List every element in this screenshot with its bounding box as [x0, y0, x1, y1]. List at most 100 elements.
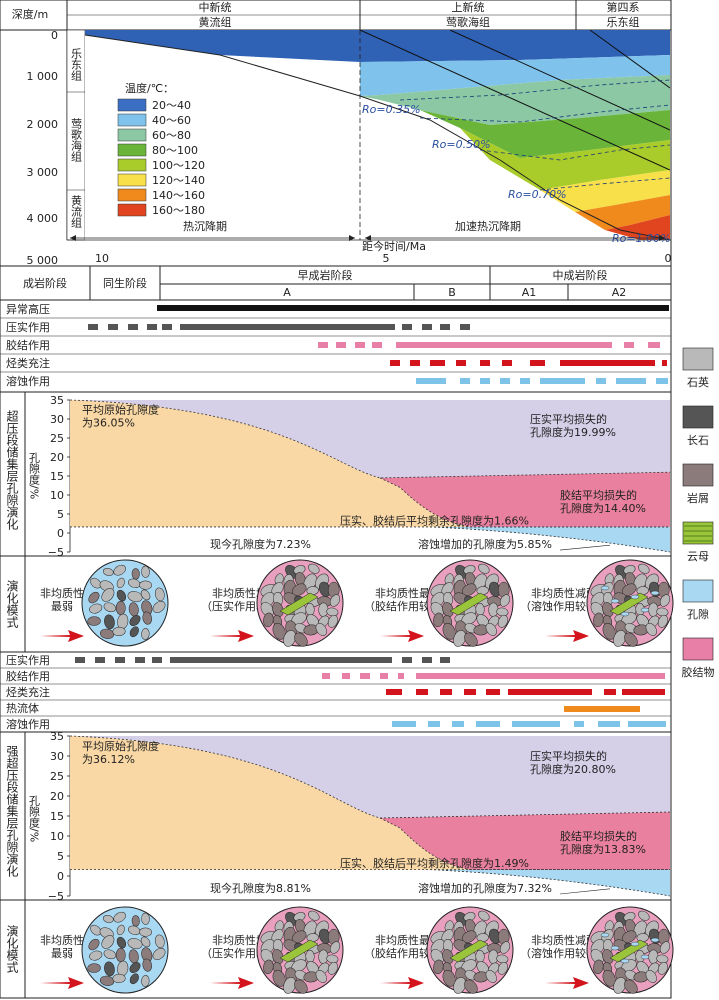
dissolution-gain-area	[430, 526, 670, 552]
temperature-legend-title: 温度/℃：	[125, 81, 174, 95]
depth-tick-3000: 3 000	[27, 166, 59, 179]
stage-title: 成岩阶段	[23, 276, 67, 290]
initial-porosity-label: 平均原始孔隙度为36.05%	[82, 402, 159, 429]
compaction-bar	[88, 324, 98, 330]
cementation-bar	[360, 673, 370, 679]
time-axis-label: 距今时间/Ma	[362, 239, 426, 253]
porosity-y-tick: 30	[50, 413, 64, 426]
remaining-porosity-area	[70, 736, 470, 870]
temperature-legend-label: 80～100	[152, 144, 198, 157]
dissolution-bar	[596, 378, 606, 384]
porosity-y-tick: 25	[50, 770, 64, 783]
cementation-loss-label: 胶结平均损失的孔隙度为14.40%	[560, 488, 646, 515]
dissolution-bar	[656, 378, 668, 384]
compaction-bar	[128, 324, 138, 330]
cementation-loss-area	[380, 472, 670, 527]
grain-cluster	[590, 910, 671, 994]
depth-tick-0: 0	[51, 29, 58, 42]
mode-step-label: 非均质性减弱（溶蚀作用较强）	[520, 933, 608, 960]
porosity-y-tick: 0	[57, 527, 64, 540]
dissolution-bar	[598, 721, 620, 727]
mica-swatch	[682, 521, 714, 545]
compaction-loss-area	[70, 736, 670, 818]
strat-huangliu: 黄流组	[70, 194, 83, 228]
dissolution-bar	[628, 721, 666, 727]
period-pliocene: 上新统	[452, 0, 485, 14]
cementation-bar	[380, 673, 388, 679]
phase-thermal-subsidence: 热沉降期	[183, 219, 227, 233]
row-overpressure-label: 异常高压	[6, 302, 50, 316]
diagenetic-stage-table: 成岩阶段 同生阶段 早成岩阶段 中成岩阶段 A B A1 A2	[0, 265, 672, 301]
porosity-y-tick: 5	[57, 850, 64, 863]
process-rows-2: 压实作用 胶结作用 烃类充注 热流体 溶蚀作用	[0, 651, 672, 733]
cementation-bar	[318, 342, 328, 348]
cementation-loss-label: 胶结平均损失的孔隙度为13.83%	[560, 829, 646, 856]
stage-middle: 中成岩阶段	[553, 268, 608, 282]
dissolution-bar	[480, 378, 490, 384]
hydrocarbon-bar	[530, 360, 545, 366]
mode-step-label: 非均质性最弱	[40, 933, 84, 960]
row-hydrocarbon-label: 烃类充注	[6, 356, 50, 370]
cementation-bar	[648, 342, 660, 348]
zone-dark-blue	[85, 30, 670, 62]
compaction-bar	[135, 657, 145, 663]
cementation-bar	[322, 673, 330, 679]
depth-tick-4000: 4 000	[27, 212, 59, 225]
hydrocarbon-bar	[456, 360, 466, 366]
formation-huangliu: 黄流组	[199, 15, 232, 29]
row-dissolution-label: 溶蚀作用	[6, 374, 50, 388]
depth-tick-1000: 1 000	[27, 70, 59, 83]
time-tick-5: 5	[383, 252, 390, 265]
red-arrow-icon	[40, 977, 84, 989]
compaction-bar	[440, 324, 450, 330]
temperature-swatch	[117, 113, 147, 127]
present-porosity-label: 现今孔隙度为7.23%	[210, 537, 311, 551]
dissolution-bar	[392, 721, 416, 727]
feldspar-swatch	[682, 405, 714, 429]
temperature-swatch	[117, 98, 147, 112]
stage-middle-a2: A2	[612, 286, 627, 299]
dissolution-gain-area	[430, 869, 670, 896]
porosity-y-tick: 35	[50, 394, 64, 407]
hydrocarbon-bar	[416, 689, 428, 695]
mode-step-label: 非均质性减弱（溶蚀作用较强）	[520, 586, 608, 613]
porosity-y-tick: −5	[48, 890, 64, 903]
compaction-bar	[422, 324, 432, 330]
hydrocarbon-bar	[604, 689, 616, 695]
hydrocarbon-bar	[390, 360, 400, 366]
section2-side-title: 强超压段储集层孔隙演化	[5, 745, 19, 878]
time-tick-10: 10	[95, 252, 109, 265]
compaction-bar	[108, 324, 118, 330]
temperature-swatch	[117, 128, 147, 142]
porosity-y-tick: 35	[50, 730, 64, 743]
dissolution-bar	[574, 721, 584, 727]
zone-160-180	[605, 215, 670, 240]
porosity-y-tick: 25	[50, 432, 64, 445]
porosity-y-tick: 20	[50, 790, 64, 803]
dissolution-bar	[500, 378, 510, 384]
cementation-bar	[624, 342, 634, 348]
temperature-legend-label: 40～60	[152, 114, 191, 127]
compaction-bar	[402, 657, 412, 663]
cementation-bar	[396, 342, 612, 348]
stage-early-a: A	[283, 286, 291, 299]
hydrocarbon-bar	[410, 360, 420, 366]
dissolution-bar	[540, 378, 585, 384]
zone-80-100	[420, 110, 670, 158]
mode2-title: 演化模式	[5, 924, 19, 973]
hydrocarbon-bar	[486, 689, 500, 695]
stage-early-b: B	[448, 286, 456, 299]
temperature-swatch	[117, 188, 147, 202]
compaction-bar	[75, 657, 85, 663]
hydrocarbon-bar	[464, 689, 476, 695]
phase-accelerated-subsidence: 加速热沉降期	[455, 219, 521, 233]
present-porosity-label: 现今孔隙度为8.81%	[210, 881, 311, 895]
section1-side-title: 超压段储集层孔隙演化	[5, 409, 19, 531]
hydrocarbon-bar	[508, 689, 592, 695]
row-compaction-label: 压实作用	[6, 320, 50, 334]
process-rows-1: 异常高压 压实作用 胶结作用 烃类充注 溶蚀作用	[0, 299, 672, 393]
dissolution-bar	[616, 378, 646, 384]
compaction-bar	[422, 657, 432, 663]
lithic-swatch	[682, 463, 714, 487]
